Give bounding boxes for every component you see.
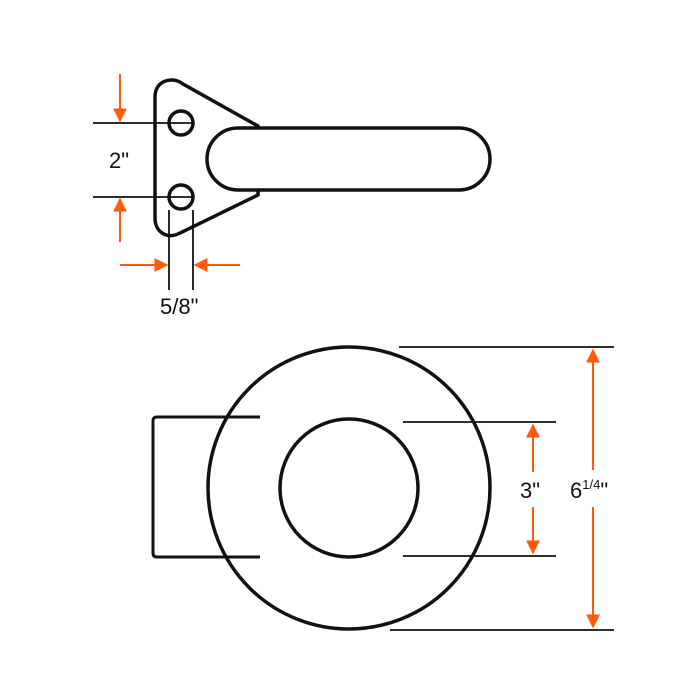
hinge-arm-view: 2" 5/8": [93, 74, 492, 319]
handle-bar: [205, 126, 492, 192]
wheel-view: 3" 61/4": [151, 345, 614, 631]
bore-diameter-label: 3": [520, 478, 540, 503]
hole-spacing-label: 2": [109, 148, 129, 173]
mounting-bracket: [151, 415, 260, 559]
center-bore: [278, 417, 420, 559]
outer-diameter-label: 61/4": [570, 477, 608, 503]
hole-diameter-label: 5/8": [160, 294, 198, 319]
outer-ring: [206, 345, 492, 631]
